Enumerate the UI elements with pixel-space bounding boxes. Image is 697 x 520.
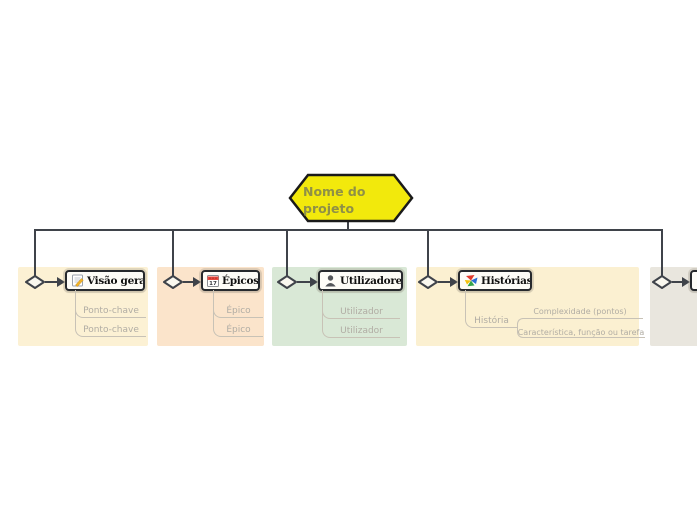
subtopic-placeholder[interactable]: Ponto-chave (75, 290, 146, 318)
connector-line-horizontal (34, 229, 663, 231)
calendar-icon: 17 (207, 275, 219, 287)
root-topic[interactable] (288, 173, 414, 223)
subtopic-label[interactable]: Ponto-chave (83, 306, 139, 316)
subtopic-connector (517, 318, 643, 328)
connector-arrow-line-2 (183, 281, 195, 283)
arrowhead-icon (450, 277, 458, 287)
user-icon (325, 275, 336, 287)
topic-label: Épicos (222, 274, 259, 287)
arrowhead-icon (310, 277, 318, 287)
calendar-day-label: 17 (209, 281, 217, 287)
connector-line-drop-2 (172, 229, 174, 276)
arrowhead-icon (193, 277, 201, 287)
pinwheel-icon (464, 275, 478, 287)
connector-line-root-stub (347, 220, 349, 230)
memo-icon (72, 274, 84, 287)
arrowhead-icon (57, 277, 65, 287)
subtopic-label[interactable]: Utilizador (340, 326, 383, 336)
subtopic-label[interactable]: História (474, 316, 509, 326)
topic-historias[interactable]: Histórias (458, 270, 532, 291)
connector-arrow-line-3 (297, 281, 311, 283)
collapse-toggle-icon[interactable] (276, 275, 298, 289)
connector-arrow-line-1 (45, 281, 58, 283)
subtopic-label[interactable]: Característica, função ou tarefa (517, 328, 645, 337)
topic-epicos[interactable]: 17 Épicos (201, 270, 260, 291)
subtopic-connector (517, 328, 645, 338)
topic-label: Visão geral (87, 274, 145, 287)
connector-line-drop-3 (286, 229, 288, 276)
connector-line-drop-1 (34, 229, 36, 276)
subtopic-label[interactable]: Épico (226, 325, 251, 335)
subtopic-placeholder[interactable]: Épico (213, 290, 263, 318)
subtopic-placeholder[interactable]: História (465, 290, 517, 328)
collapse-toggle-icon[interactable] (24, 275, 46, 289)
collapse-toggle-icon[interactable] (651, 275, 673, 289)
subtopic-label[interactable]: Épico (226, 306, 251, 316)
topic-label: Histórias (481, 274, 532, 287)
collapse-toggle-icon[interactable] (162, 275, 184, 289)
connector-line-drop-4 (427, 229, 429, 276)
topic-partial[interactable] (690, 270, 697, 291)
topic-visao-geral[interactable]: Visão geral (65, 270, 145, 291)
topic-utilizadores[interactable]: Utilizadores (318, 270, 403, 291)
connector-arrow-line-4 (438, 281, 451, 283)
subtopic-label[interactable]: Utilizador (340, 307, 383, 317)
subtopic-label[interactable]: Ponto-chave (83, 325, 139, 335)
connector-line-drop-5 (661, 229, 663, 276)
hexagon-shape-icon (288, 173, 414, 223)
collapse-toggle-icon[interactable] (417, 275, 439, 289)
connector-arrow-line-5 (672, 281, 683, 283)
topic-label: Utilizadores (340, 274, 403, 287)
subtopic-label[interactable]: Complexidade (pontos) (533, 307, 627, 316)
arrowhead-icon (682, 277, 690, 287)
root-topic-label: Nome do projeto (303, 184, 366, 216)
subtopic-placeholder[interactable]: Utilizador (322, 290, 400, 319)
